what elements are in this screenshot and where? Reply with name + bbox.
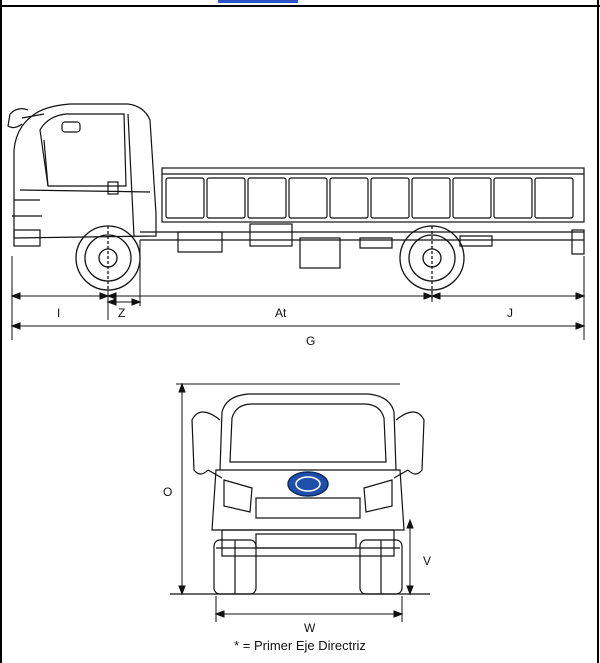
front-dimension-lines (176, 382, 414, 622)
cargo-panel (329, 177, 369, 219)
side-front-wheel (75, 225, 141, 291)
dimension-label-z: Z (118, 306, 126, 320)
cargo-panel (288, 177, 328, 219)
dimension-label-v: V (423, 554, 432, 568)
side-rear-wheel (399, 225, 465, 300)
side-dimension-lines (10, 240, 586, 340)
side-view-truck (7, 103, 585, 269)
front-view-truck (170, 393, 430, 595)
dimension-label-o: O (163, 485, 173, 499)
dimension-label-j: J (507, 306, 513, 320)
cargo-panel (452, 177, 492, 219)
cargo-panel (534, 177, 574, 219)
brand-emblem (287, 471, 329, 497)
top-accent-line (218, 0, 298, 3)
dimension-label-i: I (57, 306, 61, 320)
dimension-label-at: At (275, 306, 287, 320)
cargo-panel (247, 177, 287, 219)
cargo-panel (370, 177, 410, 219)
cargo-panel (493, 177, 533, 219)
footnote: * = Primer Eje Directriz (234, 638, 366, 653)
dimension-label-w: W (304, 621, 316, 635)
cargo-panel (165, 177, 205, 219)
cargo-panel (206, 177, 246, 219)
cargo-panel (411, 177, 451, 219)
dimension-label-g: G (306, 334, 316, 348)
